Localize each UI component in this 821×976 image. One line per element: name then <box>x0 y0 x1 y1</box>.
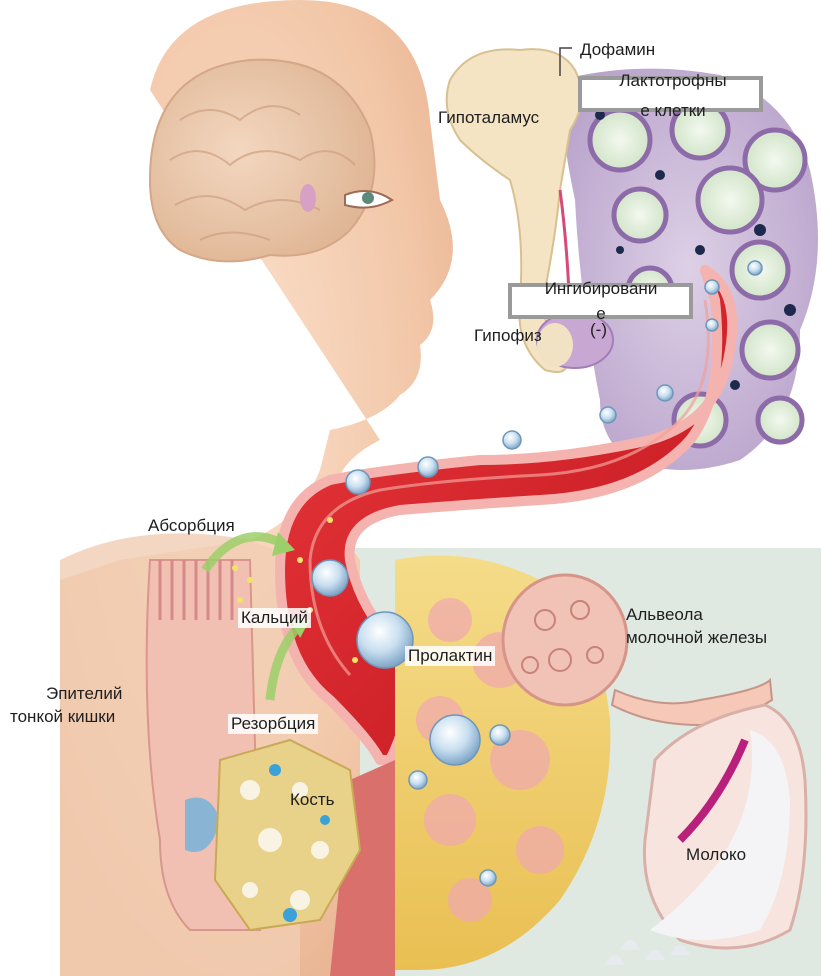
prolactin-label: Пролактин <box>405 646 495 666</box>
iris <box>362 192 374 204</box>
lactotroph-label-line2: е клетки <box>588 101 758 120</box>
resorption-label: Резорбция <box>228 714 318 734</box>
intestinal-villi <box>160 560 232 620</box>
milk-label: Молоко <box>686 845 746 865</box>
alveola-label-line1: Альвеола <box>626 605 703 625</box>
epithelium-label-line1: Эпителий <box>46 684 122 704</box>
epithelium-label-line2: тонкой кишки <box>10 707 115 727</box>
bone-label: Кость <box>290 790 335 810</box>
brain <box>150 60 375 262</box>
pituitary-posterior <box>537 323 573 367</box>
calcium-label: Кальций <box>238 608 311 628</box>
absorption-label: Абсорбция <box>148 516 235 536</box>
alveola-label-line2: молочной железы <box>626 628 767 648</box>
inhibition-label-line1: Ингибировани <box>515 279 687 298</box>
dopamine-label: Дофамин <box>580 40 655 60</box>
inhibition-minus-sign: (-) <box>590 320 607 340</box>
mammary-alveolus <box>503 575 627 705</box>
pituitary-gland-small <box>300 184 316 212</box>
pituitary-label: Гипофиз <box>474 326 542 346</box>
lactotroph-label-line1: Лактотрофны <box>588 71 758 90</box>
hypothalamus-label: Гипоталамус <box>438 108 539 128</box>
